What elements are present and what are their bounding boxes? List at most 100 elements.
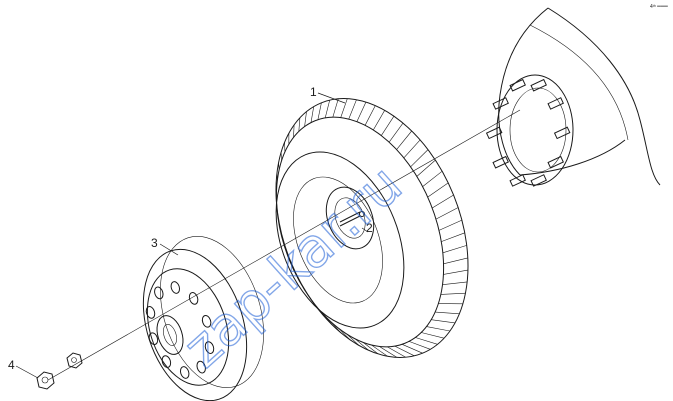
tread-block — [388, 122, 404, 143]
tread-block — [276, 174, 278, 180]
tread-block — [323, 314, 333, 326]
disc-hole — [179, 366, 190, 379]
tread-block — [426, 326, 450, 332]
disc-hole — [148, 332, 159, 346]
wheel-stud — [553, 126, 571, 140]
wheel-studs — [485, 78, 571, 187]
tread-block — [431, 319, 456, 324]
tread-block — [338, 328, 351, 341]
disc-hole — [196, 360, 206, 374]
wheel-nut-pair — [36, 352, 83, 390]
tread-block — [287, 255, 291, 262]
disc-center-hub — [156, 315, 184, 355]
callout-1: 1 — [310, 85, 317, 99]
tread-block — [441, 232, 465, 242]
disc-holes — [145, 281, 215, 379]
nut-rear — [66, 352, 83, 369]
tread-block — [401, 344, 423, 354]
tread-block — [283, 244, 287, 249]
tread-block — [292, 266, 297, 274]
tread-block — [317, 102, 322, 120]
tire — [275, 98, 469, 358]
wheel-stud — [547, 97, 564, 110]
tread-block — [416, 159, 436, 177]
tread-block — [408, 341, 431, 350]
tread-block — [293, 124, 295, 138]
tire-tread — [275, 98, 468, 358]
tread-block — [364, 105, 376, 126]
tread-block — [415, 337, 438, 345]
tread-block — [421, 332, 445, 339]
tread-block — [280, 233, 283, 237]
tread-block — [373, 110, 385, 131]
disc-hole — [154, 286, 164, 300]
tread-block — [435, 311, 460, 315]
tread-block — [346, 333, 360, 346]
tread-block — [396, 130, 412, 150]
watermark-text: zap-kar.ru — [172, 153, 414, 380]
tread-block — [422, 170, 443, 187]
tread-block — [427, 182, 449, 198]
tread-block — [340, 98, 348, 118]
wheel-stud — [530, 78, 547, 92]
tread-block — [432, 194, 454, 209]
corner-mark: 4ᵗʰ ═══ — [650, 4, 668, 10]
hub-assembly — [485, 7, 661, 187]
wheel-stud — [547, 155, 564, 169]
tire-sidewall — [275, 151, 405, 329]
leader-lines — [15, 92, 369, 379]
tread-block — [330, 321, 342, 334]
disc-hole — [204, 341, 215, 354]
nut-front — [36, 371, 55, 390]
tread-block — [442, 281, 468, 285]
tread-block — [302, 287, 309, 297]
tread-block — [362, 342, 379, 355]
tread-block — [278, 162, 280, 170]
tread-block — [309, 297, 317, 307]
tread-block — [297, 277, 303, 285]
callout-4: 4 — [8, 358, 15, 372]
disc-hole — [170, 281, 181, 294]
tread-block — [442, 245, 467, 254]
wheel-stud — [485, 126, 503, 140]
tread-block — [332, 98, 339, 118]
wheel-stud — [492, 155, 509, 169]
valve-stem — [339, 211, 365, 227]
tread-block — [348, 99, 357, 120]
tread-block — [438, 219, 463, 231]
callout-3: 3 — [151, 236, 158, 250]
tread-block — [275, 185, 277, 190]
tread-block — [443, 257, 468, 265]
wheel-stud — [492, 97, 509, 110]
wheel-stud — [509, 174, 526, 187]
assembly-axis — [47, 109, 521, 381]
tread-block — [387, 346, 406, 358]
tread-block — [298, 117, 301, 132]
wheel-stud — [530, 174, 547, 187]
tread-block — [278, 222, 280, 224]
wheel-stud — [509, 78, 526, 92]
disc-hole — [161, 355, 172, 368]
tread-block — [443, 269, 468, 275]
tread-block — [304, 111, 307, 127]
tread-block — [403, 139, 421, 159]
tread-block — [371, 344, 388, 357]
tread-block — [356, 101, 367, 122]
rim-center-bore — [325, 186, 375, 250]
disc-hole — [201, 314, 212, 328]
disc-hole — [145, 306, 156, 319]
tread-block — [381, 116, 395, 136]
tread-block — [394, 345, 415, 357]
tread-block — [280, 152, 282, 161]
tread-block — [324, 100, 330, 118]
tread-block — [410, 149, 429, 168]
tread-block — [354, 338, 369, 351]
callout-2: 2 — [366, 221, 373, 235]
tread-block — [435, 207, 459, 220]
tread-block — [379, 346, 397, 358]
tread-block — [440, 292, 466, 295]
tread-block — [310, 106, 314, 123]
disc-hole — [188, 292, 199, 305]
